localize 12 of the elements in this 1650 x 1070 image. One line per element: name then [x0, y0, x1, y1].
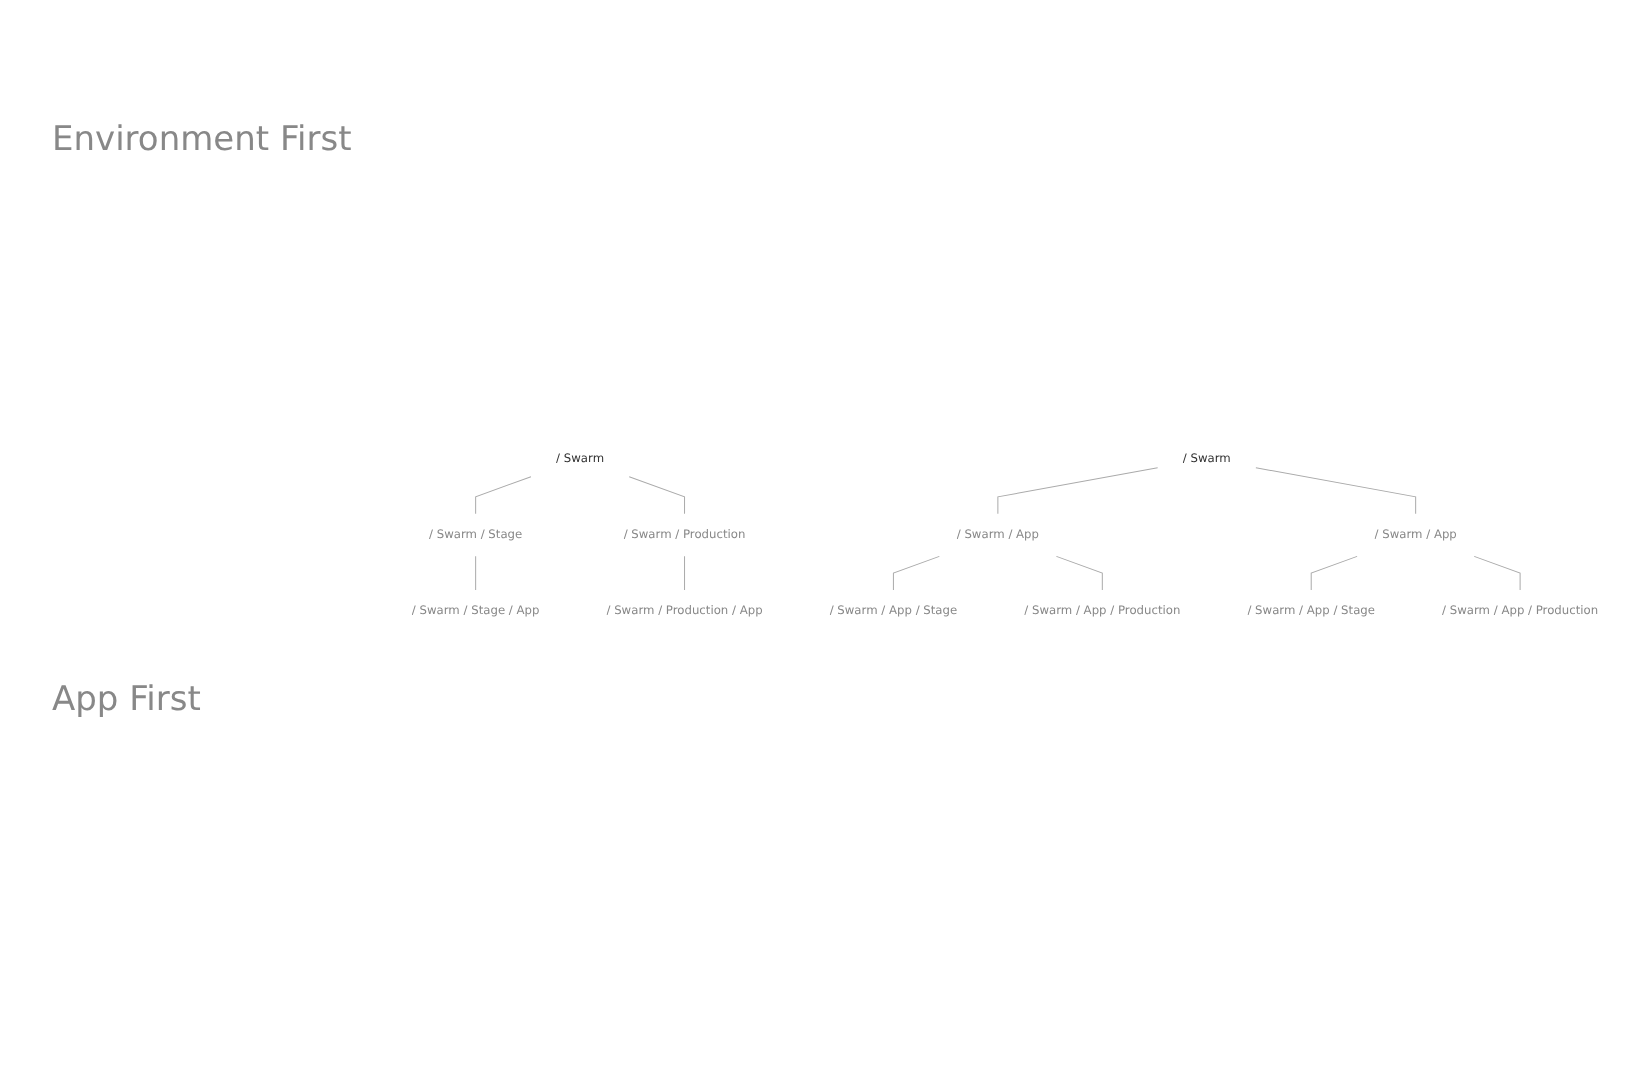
connector: [684, 555, 686, 591]
connector: [475, 476, 532, 515]
connector: [1310, 555, 1358, 591]
section-heading: Environment First: [52, 120, 352, 160]
connector: [628, 476, 686, 515]
connector: [1055, 555, 1103, 591]
connector: [997, 467, 1159, 515]
connector: [1473, 555, 1521, 591]
connector: [1255, 467, 1417, 515]
section-heading: App First: [52, 680, 201, 720]
connector: [475, 555, 477, 591]
connector: [892, 555, 940, 591]
